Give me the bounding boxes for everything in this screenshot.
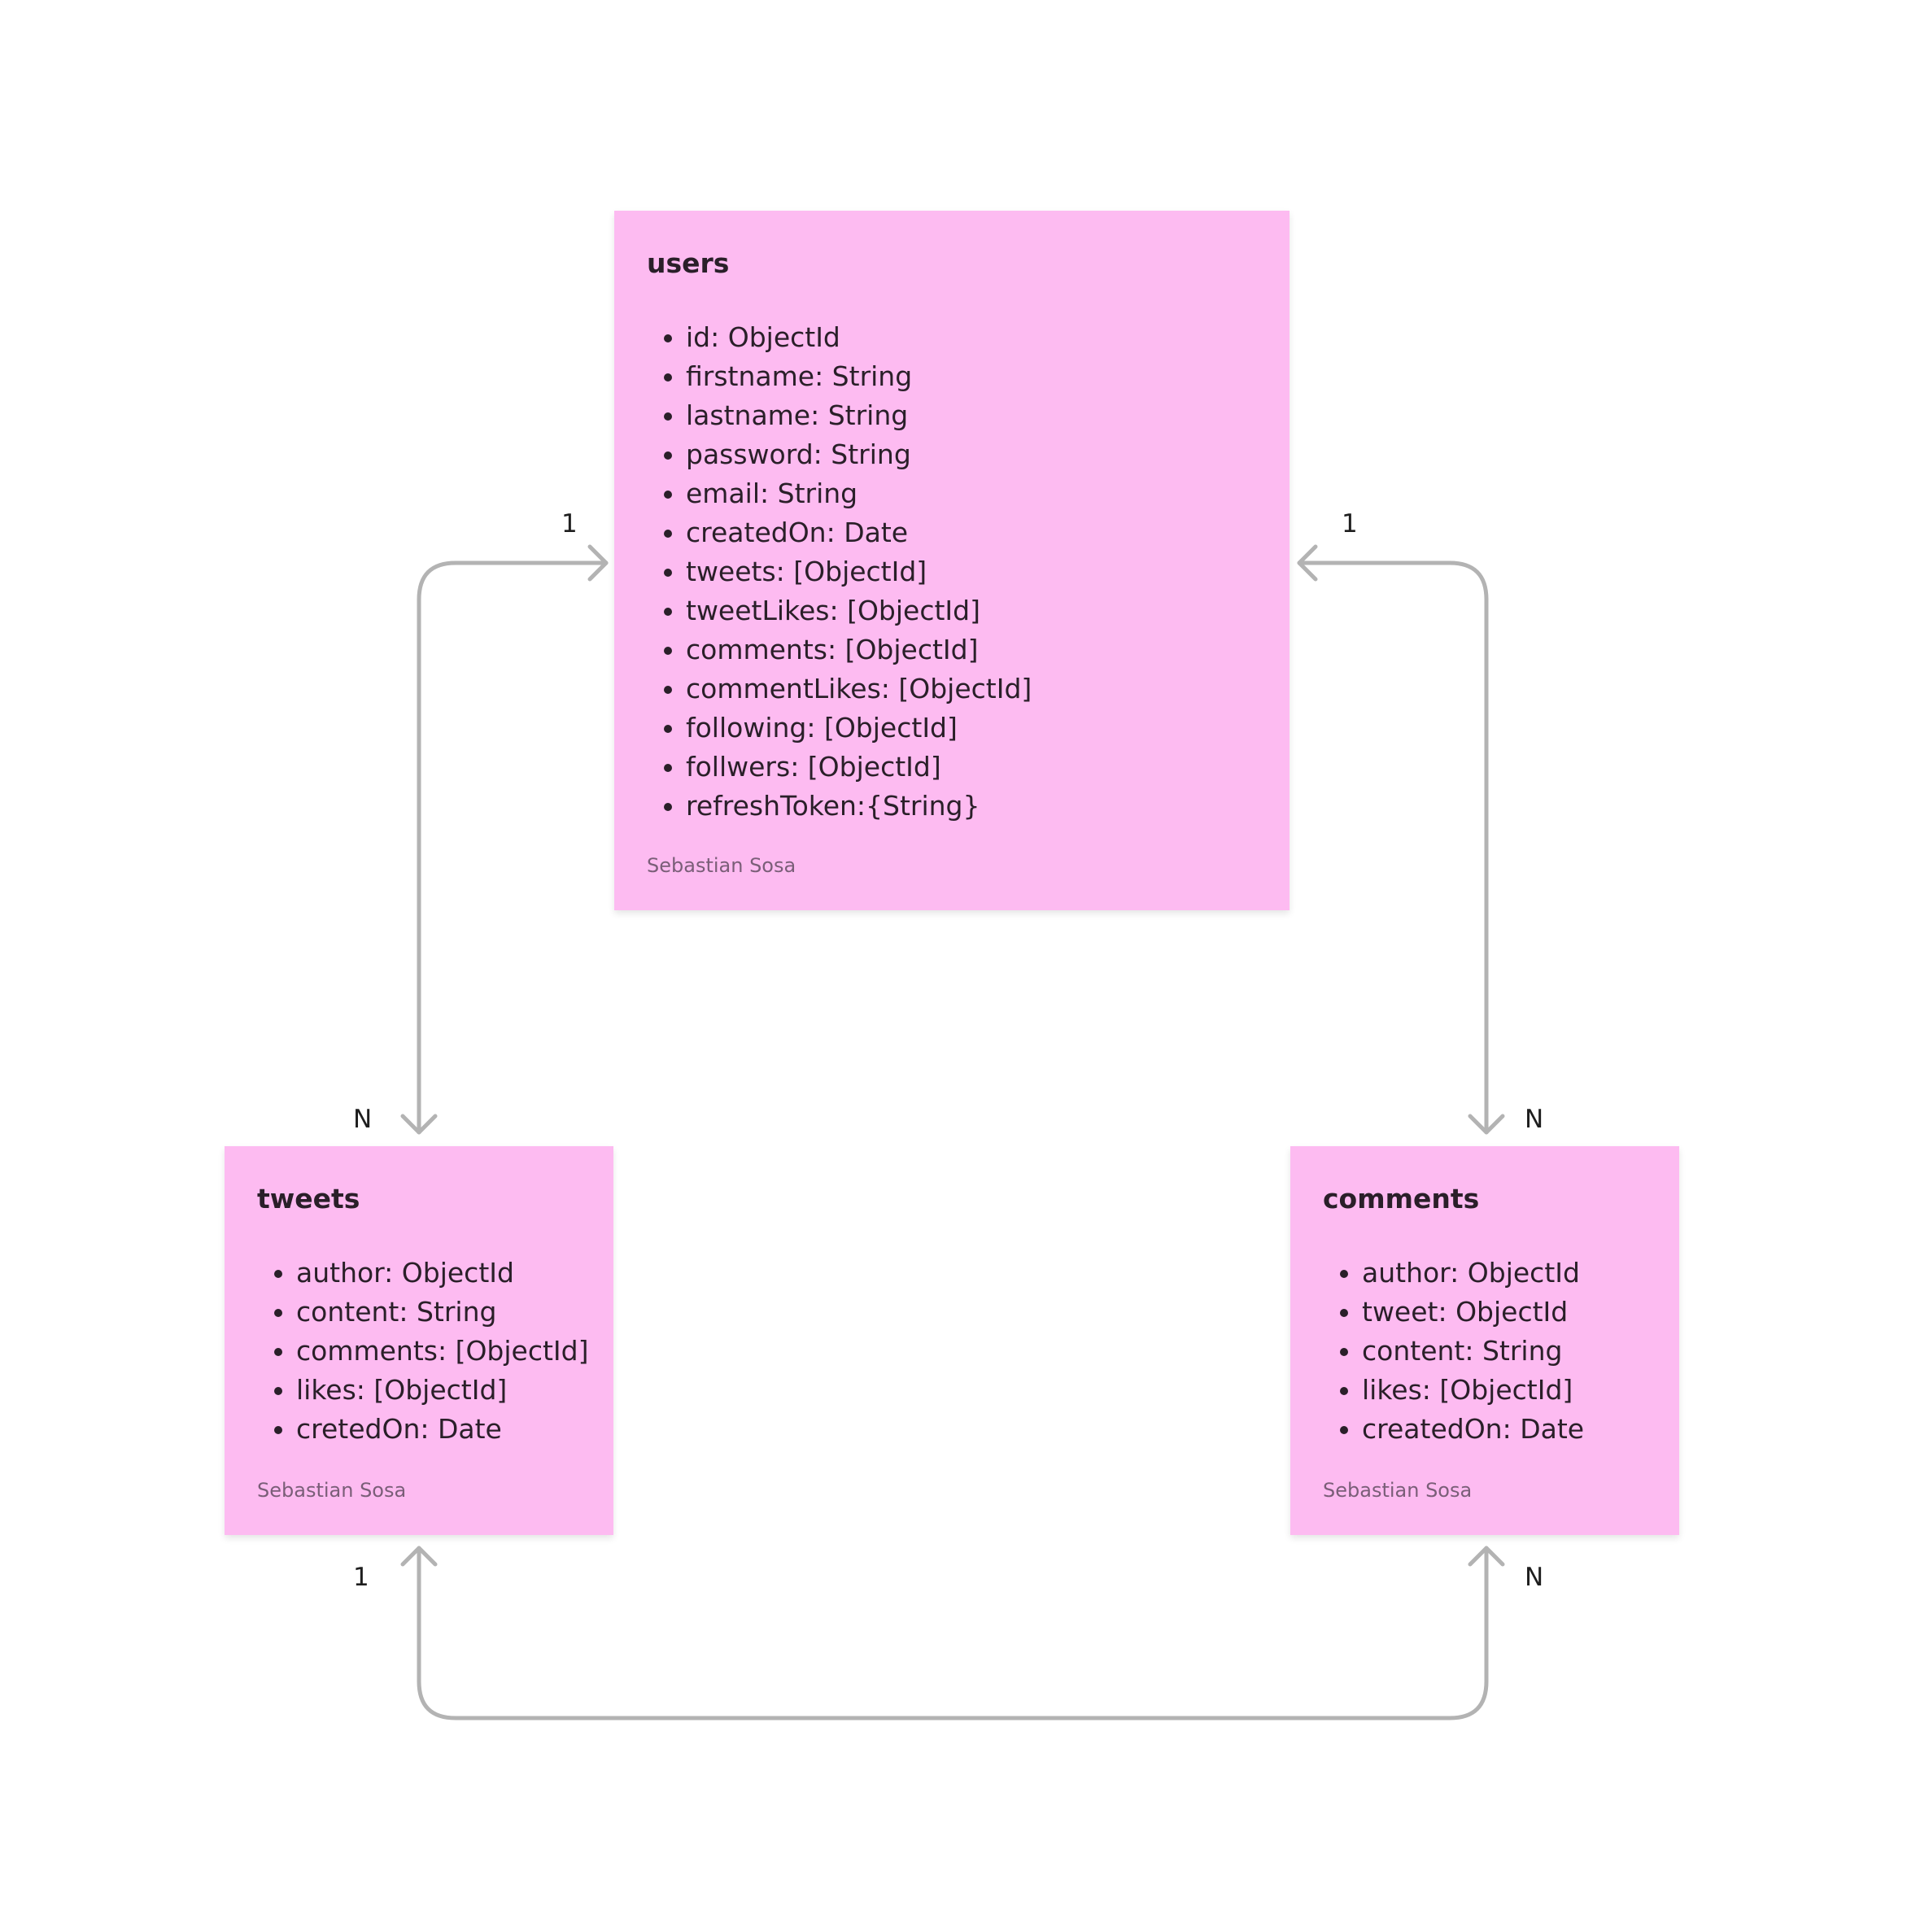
arrowhead-comments-top (1468, 1114, 1505, 1135)
field-item: lastname: String (686, 396, 1032, 435)
field-item: createdOn: Date (686, 513, 1032, 552)
field-list: id: ObjectId firstname: String lastname:… (647, 318, 1032, 826)
field-item: content: String (1362, 1332, 1584, 1371)
sticky-comments[interactable]: comments author: ObjectId tweet: ObjectI… (1290, 1146, 1679, 1535)
field-item: author: ObjectId (296, 1254, 589, 1293)
connector-users-tweets[interactable] (400, 544, 609, 1135)
arrowhead-tweets-bottom (400, 1546, 438, 1567)
cardinality-users-tweets-one: 1 (561, 509, 578, 539)
field-item: following: [ObjectId] (686, 709, 1032, 748)
connector-tweets-comments[interactable] (400, 1546, 1505, 1720)
field-item: likes: [ObjectId] (1362, 1371, 1584, 1410)
field-item: follwers: [ObjectId] (686, 748, 1032, 787)
arrowhead-tweets-top (400, 1114, 438, 1135)
sticky-users[interactable]: users id: ObjectId firstname: String las… (614, 211, 1290, 910)
field-item: firstname: String (686, 357, 1032, 396)
cardinality-tweets-comments-many: N (1525, 1563, 1544, 1592)
field-item: password: String (686, 435, 1032, 474)
field-item: refreshToken:{String} (686, 787, 1032, 826)
field-item: tweetLikes: [ObjectId] (686, 591, 1032, 630)
author-label: Sebastian Sosa (257, 1479, 407, 1502)
field-list: author: ObjectId content: String comment… (257, 1254, 589, 1449)
field-item: id: ObjectId (686, 318, 1032, 357)
field-item: tweets: [ObjectId] (686, 552, 1032, 591)
cardinality-tweets-comments-one: 1 (353, 1563, 369, 1592)
cardinality-users-comments-one: 1 (1342, 509, 1358, 539)
field-item: commentLikes: [ObjectId] (686, 669, 1032, 709)
cardinality-users-comments-many: N (1525, 1105, 1544, 1134)
arrowhead-users-side (587, 544, 609, 582)
cardinality-users-tweets-many: N (353, 1105, 373, 1134)
field-item: likes: [ObjectId] (296, 1371, 589, 1410)
field-item: tweet: ObjectId (1362, 1293, 1584, 1332)
field-item: cretedOn: Date (296, 1410, 589, 1449)
sticky-tweets[interactable]: tweets author: ObjectId content: String … (225, 1146, 613, 1535)
field-item: email: String (686, 474, 1032, 513)
field-item: comments: [ObjectId] (296, 1332, 589, 1371)
arrowhead-users-right-side (1297, 544, 1318, 582)
author-label: Sebastian Sosa (647, 854, 796, 877)
author-label: Sebastian Sosa (1323, 1479, 1473, 1502)
field-list: author: ObjectId tweet: ObjectId content… (1323, 1254, 1584, 1449)
field-item: createdOn: Date (1362, 1410, 1584, 1449)
field-item: author: ObjectId (1362, 1254, 1584, 1293)
entity-title: users (647, 247, 730, 279)
field-item: comments: [ObjectId] (686, 630, 1032, 669)
entity-title: tweets (257, 1183, 360, 1215)
connector-users-comments[interactable] (1297, 544, 1505, 1135)
entity-title: comments (1323, 1183, 1480, 1215)
arrowhead-comments-bottom (1468, 1546, 1505, 1567)
field-item: content: String (296, 1293, 589, 1332)
